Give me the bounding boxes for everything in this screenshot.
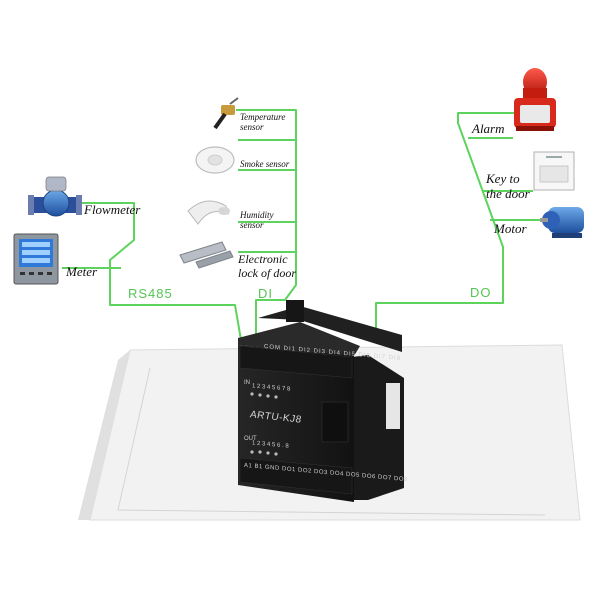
- do-bus-wire: [375, 112, 515, 330]
- motor-label: Motor: [494, 221, 527, 236]
- rs485-wire: [82, 202, 242, 341]
- rs485-bus-label: RS485: [128, 286, 173, 301]
- panel-meter-icon: [13, 233, 59, 285]
- module-in-label: IN: [244, 380, 250, 386]
- meter-label: Meter: [66, 264, 98, 279]
- smoke-detector-icon: [195, 146, 235, 174]
- alarm-label: Alarm: [472, 121, 505, 136]
- humidity-sensor-icon: [187, 200, 230, 225]
- io-module: [238, 300, 404, 502]
- module-out-label: OUT: [244, 436, 257, 442]
- smoke-sensor-label: Smoke sensor: [240, 159, 290, 169]
- flowmeter-icon: [28, 176, 82, 217]
- motor-icon: [540, 207, 584, 238]
- alarm-light-icon: [514, 68, 556, 131]
- door-key-switch-icon: [533, 151, 575, 191]
- di-bus-label: DI: [258, 286, 273, 301]
- wiring: [62, 109, 545, 341]
- di-bus-wire: [236, 109, 297, 335]
- door-lock-icon: [179, 241, 234, 269]
- do-bus-label: DO: [470, 285, 492, 300]
- flowmeter-label: Flowmeter: [84, 202, 141, 217]
- temperature-sensor-icon: [213, 97, 239, 130]
